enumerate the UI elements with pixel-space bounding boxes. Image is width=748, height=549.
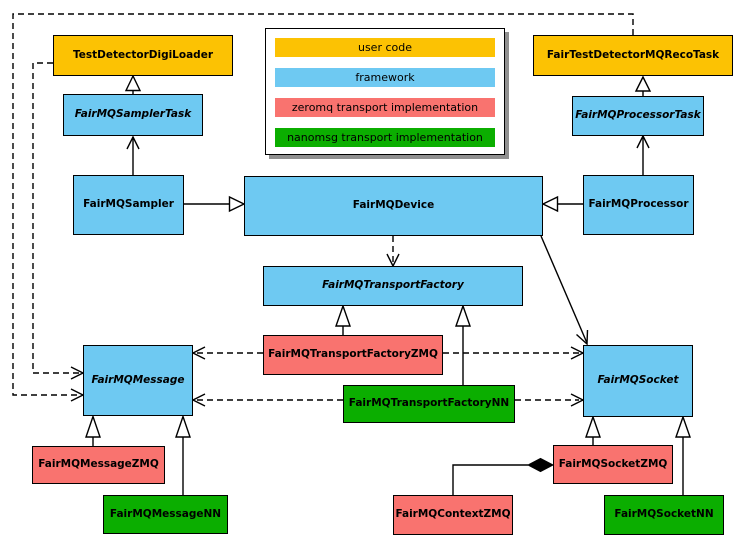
edge-sampler-device bbox=[184, 195, 246, 213]
node-fairmqsamplertask: FairMQSamplerTask bbox=[63, 94, 203, 136]
edge-messagenn-message bbox=[175, 414, 191, 495]
edge-transportfactoryzmq-socket bbox=[443, 346, 585, 360]
edge-device-socket bbox=[540, 235, 589, 346]
node-fairmqtransportfactoryzmq: FairMQTransportFactoryZMQ bbox=[263, 335, 443, 375]
node-fairmqcontextzmq: FairMQContextZMQ bbox=[393, 495, 513, 535]
node-fairmqsocket: FairMQSocket bbox=[583, 345, 693, 417]
node-fairmqprocessor: FairMQProcessor bbox=[583, 175, 694, 235]
legend-item-nanomsg: nanomsg transport implementation bbox=[275, 128, 495, 147]
edge-socketzmq-socket bbox=[585, 414, 601, 445]
edge-messagezmq-message bbox=[85, 414, 101, 446]
node-fairmqsocketzmq: FairMQSocketZMQ bbox=[553, 445, 673, 484]
legend-item-user-code: user code bbox=[275, 38, 495, 57]
edge-samplertask-digiloader bbox=[124, 74, 142, 94]
edge-device-transportfactory bbox=[386, 236, 400, 268]
node-fairmqmessagenn: FairMQMessageNN bbox=[103, 495, 228, 534]
edge-processor-processortask bbox=[636, 134, 650, 175]
legend-item-framework: framework bbox=[275, 68, 495, 87]
edge-transportfactorynn-transportfactory bbox=[455, 303, 471, 385]
node-fairmqsampler: FairMQSampler bbox=[73, 175, 184, 235]
edge-transportfactorynn-socket bbox=[515, 393, 585, 407]
edge-transportfactorynn-message bbox=[191, 393, 343, 407]
node-fairmqtransportfactory: FairMQTransportFactory bbox=[263, 266, 523, 306]
node-fairtestdetectormqrecotask: FairTestDetectorMQRecoTask bbox=[533, 35, 733, 76]
legend-item-zeromq: zeromq transport implementation bbox=[275, 98, 495, 117]
node-fairmqmessage: FairMQMessage bbox=[83, 345, 193, 416]
edge-contextzmq-socketzmq bbox=[452, 457, 555, 495]
edge-transportfactoryzmq-transportfactory bbox=[335, 303, 351, 335]
node-fairmqsocketnn: FairMQSocketNN bbox=[604, 495, 724, 535]
node-fairmqprocessortask: FairMQProcessorTask bbox=[572, 96, 704, 136]
node-testdetectordigiloader: TestDetectorDigiLoader bbox=[53, 35, 233, 76]
edge-processor-device bbox=[541, 195, 583, 213]
node-fairmqdevice: FairMQDevice bbox=[244, 176, 543, 236]
edge-processortask-recotask bbox=[634, 75, 652, 96]
edge-sampler-samplertask bbox=[126, 135, 140, 175]
edge-transportfactoryzmq-message bbox=[191, 346, 263, 360]
node-fairmqmessagezmq: FairMQMessageZMQ bbox=[32, 446, 165, 484]
edge-socketnn-socket bbox=[675, 414, 691, 495]
legend: user code framework zeromq transport imp… bbox=[265, 28, 505, 155]
node-fairmqtransportfactorynn: FairMQTransportFactoryNN bbox=[343, 385, 515, 423]
